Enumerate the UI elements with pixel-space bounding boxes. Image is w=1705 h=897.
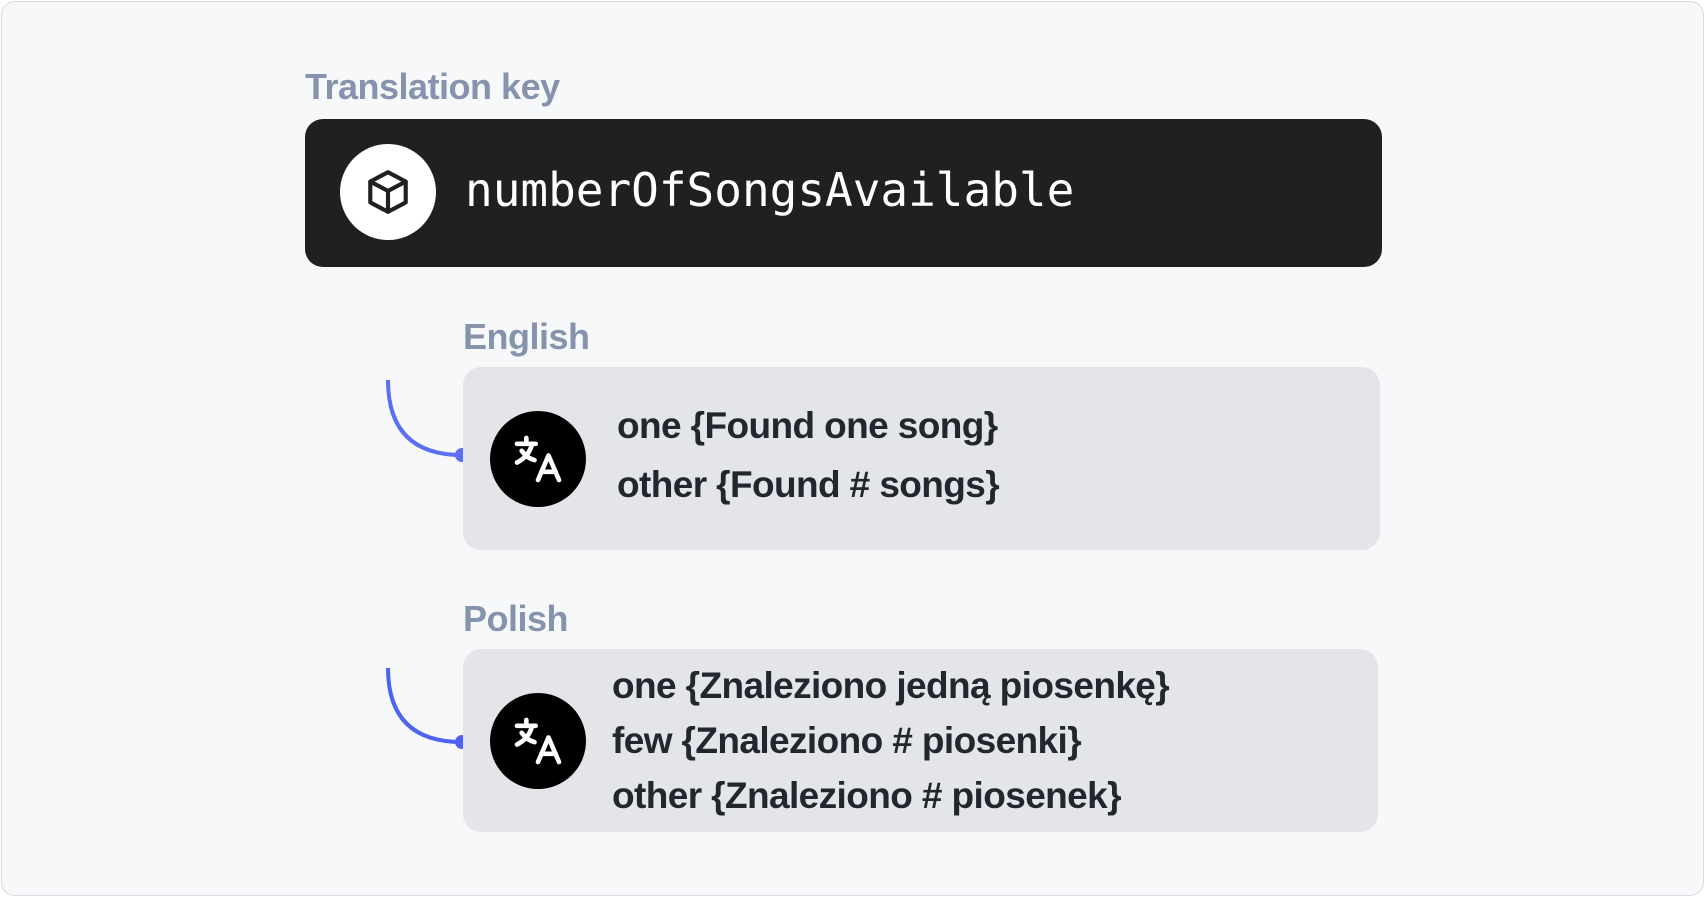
translation-box-english: one {Found one song} other {Found # song… <box>463 367 1380 550</box>
translation-box-polish: one {Znaleziono jedną piosenkę} few {Zna… <box>463 649 1378 832</box>
english-line-other: other {Found # songs} <box>617 464 1000 505</box>
connector-branch-english <box>386 379 463 457</box>
english-line-one: one {Found one song} <box>617 405 998 446</box>
translation-key-box: numberOfSongsAvailable <box>305 119 1382 267</box>
polish-line-few: few {Znaleziono # piosenki} <box>612 720 1082 761</box>
connector-branch-polish <box>386 667 463 744</box>
translation-key-name: numberOfSongsAvailable <box>465 163 1075 217</box>
translate-icon <box>490 693 586 789</box>
language-label-polish: Polish <box>463 598 569 639</box>
translation-key-label: Translation key <box>305 66 560 107</box>
polish-line-one: one {Znaleziono jedną piosenkę} <box>612 665 1170 706</box>
cube-icon <box>340 144 436 240</box>
language-label-english: English <box>463 316 590 357</box>
polish-line-other: other {Znaleziono # piosenek} <box>612 775 1122 816</box>
translate-icon <box>490 411 586 507</box>
